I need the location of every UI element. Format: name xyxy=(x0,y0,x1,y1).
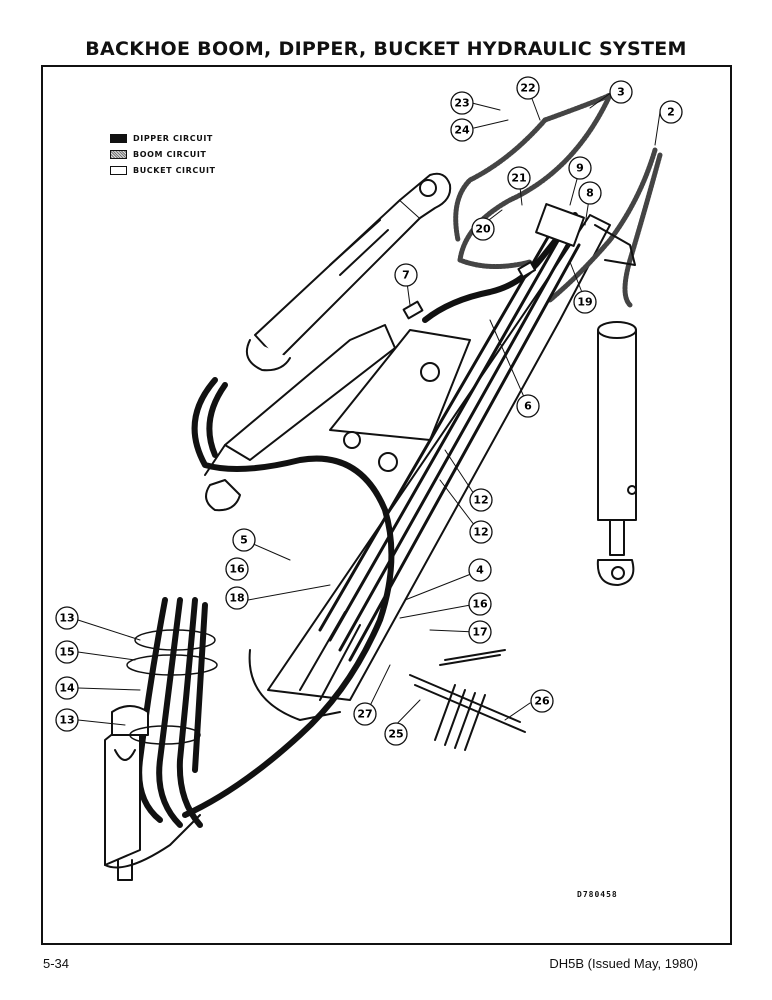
callout-15: 15 xyxy=(55,640,79,664)
svg-text:16: 16 xyxy=(229,563,245,576)
svg-text:25: 25 xyxy=(388,728,403,741)
callout-16a: 16 xyxy=(225,557,249,581)
svg-text:8: 8 xyxy=(586,187,594,200)
boom-cylinder xyxy=(246,172,452,372)
svg-text:12: 12 xyxy=(473,494,488,507)
boom-swatch xyxy=(110,149,127,159)
svg-text:2: 2 xyxy=(667,106,675,119)
svg-text:4: 4 xyxy=(476,564,484,577)
svg-text:15: 15 xyxy=(59,646,74,659)
hose-bundle xyxy=(318,223,581,662)
hose-clamps xyxy=(126,629,218,745)
legend-bucket: BUCKET CIRCUIT xyxy=(110,162,216,178)
boom-structure xyxy=(248,214,611,721)
callout-6: 6 xyxy=(516,394,540,418)
svg-text:16: 16 xyxy=(472,598,488,611)
page-title: BACKHOE BOOM, DIPPER, BUCKET HYDRAULIC S… xyxy=(85,38,687,60)
circuit-legend: DIPPER CIRCUIT BOOM CIRCUIT BUCKET CIRCU… xyxy=(110,130,216,178)
callout-14: 14 xyxy=(55,676,79,700)
drawing-code: D780458 xyxy=(577,890,618,899)
svg-text:21: 21 xyxy=(511,172,526,185)
callout-13b: 13 xyxy=(55,708,79,732)
svg-text:26: 26 xyxy=(534,695,550,708)
callouts: 2 3 4 5 6 7 8 9 12 12 13 13 14 15 16 16 … xyxy=(55,76,683,746)
callout-26: 26 xyxy=(530,689,554,713)
svg-text:13: 13 xyxy=(59,714,74,727)
fittings xyxy=(402,203,636,320)
callout-19: 19 xyxy=(573,290,597,314)
svg-text:14: 14 xyxy=(59,682,75,695)
bucket-cylinder xyxy=(596,321,637,586)
dipper-swatch xyxy=(110,133,127,143)
svg-text:12: 12 xyxy=(473,526,488,539)
svg-text:13: 13 xyxy=(59,612,74,625)
bucket-swatch xyxy=(110,165,127,175)
legend-label: BUCKET CIRCUIT xyxy=(133,165,216,175)
legend-label: DIPPER CIRCUIT xyxy=(133,133,213,143)
callout-8: 8 xyxy=(578,181,602,205)
callout-2: 2 xyxy=(659,100,683,124)
svg-text:27: 27 xyxy=(357,708,372,721)
svg-text:23: 23 xyxy=(454,97,469,110)
legend-label: BOOM CIRCUIT xyxy=(133,149,207,159)
svg-text:7: 7 xyxy=(402,269,410,282)
callout-18: 18 xyxy=(225,586,249,610)
callout-21: 21 xyxy=(507,166,531,190)
legend-boom: BOOM CIRCUIT xyxy=(110,146,216,162)
callout-9: 9 xyxy=(568,156,592,180)
callout-4: 4 xyxy=(468,558,492,582)
svg-text:18: 18 xyxy=(229,592,244,605)
callout-3: 3 xyxy=(609,80,633,104)
publication-info: DH5B (Issued May, 1980) xyxy=(549,956,698,971)
svg-text:6: 6 xyxy=(524,400,532,413)
boom-hoses xyxy=(453,92,663,308)
svg-text:19: 19 xyxy=(577,296,592,309)
dipper-hoses xyxy=(182,212,578,818)
callout-24: 24 xyxy=(450,118,474,142)
callout-13a: 13 xyxy=(55,606,79,630)
dipper-cylinder xyxy=(204,324,396,512)
figure-frame xyxy=(41,65,732,945)
svg-text:17: 17 xyxy=(472,626,487,639)
callout-5: 5 xyxy=(232,528,256,552)
callout-22: 22 xyxy=(516,76,540,100)
swing-hoses xyxy=(136,597,208,828)
swing-post xyxy=(104,705,201,881)
svg-text:24: 24 xyxy=(454,124,470,137)
callout-27: 27 xyxy=(353,702,377,726)
callout-12b: 12 xyxy=(469,520,493,544)
legend-dipper: DIPPER CIRCUIT xyxy=(110,130,216,146)
callout-25: 25 xyxy=(384,722,408,746)
svg-text:22: 22 xyxy=(520,82,535,95)
valve-spools xyxy=(409,649,526,751)
page-number: 5-34 xyxy=(43,956,70,971)
callout-20: 20 xyxy=(471,217,495,241)
svg-text:5: 5 xyxy=(240,534,248,547)
callout-17: 17 xyxy=(468,620,492,644)
svg-text:3: 3 xyxy=(617,86,625,99)
callout-7: 7 xyxy=(394,263,418,287)
callout-16b: 16 xyxy=(468,592,492,616)
svg-text:9: 9 xyxy=(576,162,584,175)
callout-12a: 12 xyxy=(469,488,493,512)
svg-text:20: 20 xyxy=(475,223,491,236)
callout-23: 23 xyxy=(450,91,474,115)
